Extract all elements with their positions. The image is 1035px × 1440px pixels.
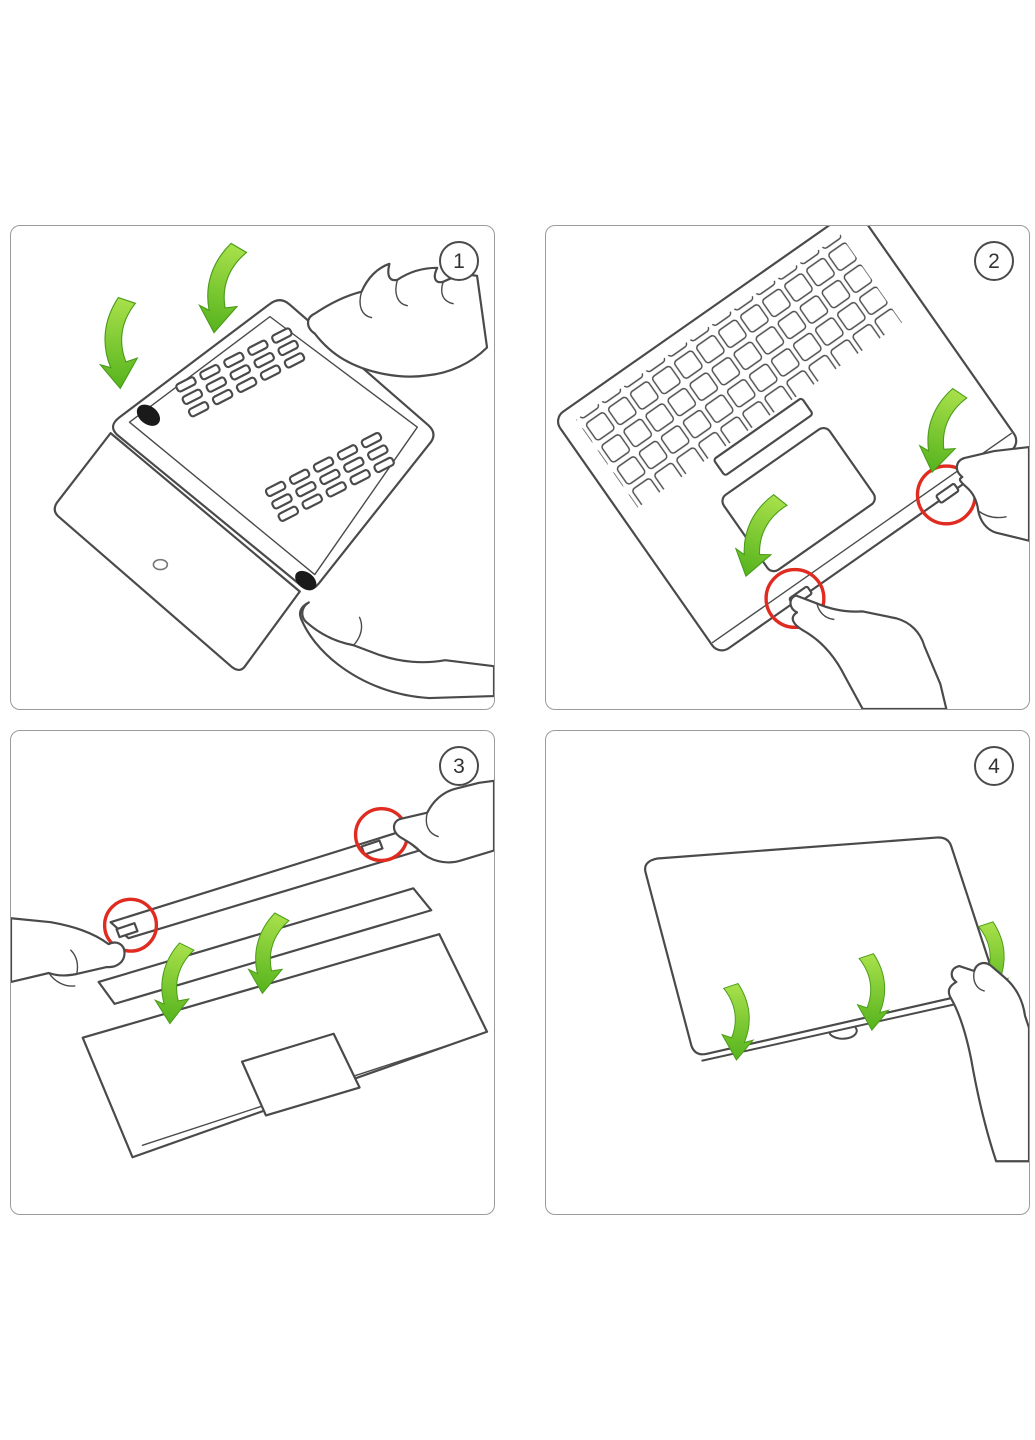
step-number: 3 <box>453 754 465 778</box>
rubber-foot <box>295 570 317 591</box>
thumb-notch <box>828 1026 858 1040</box>
laptop-body-deck <box>81 933 489 1159</box>
hand-pointing-icon <box>789 594 948 709</box>
hand-pinching-icon <box>392 779 494 864</box>
laptop-bottom-case <box>111 299 435 591</box>
step-number-badge: 3 <box>439 746 479 786</box>
vent-slots-lower <box>264 431 395 522</box>
keyboard-edge-clip-illustration <box>556 226 1029 709</box>
closed-laptop <box>644 836 995 1062</box>
hand-holding-icon <box>11 917 126 987</box>
clip-highlight-circle <box>764 567 826 630</box>
step-number: 1 <box>453 249 465 273</box>
instruction-panel-3: 3 <box>10 730 495 1215</box>
step-number-badge: 4 <box>974 746 1014 786</box>
step-number-badge: 2 <box>974 241 1014 281</box>
hand-holding-icon <box>298 601 494 700</box>
vent-slots-upper <box>175 327 306 418</box>
keyboard-keys <box>576 234 903 508</box>
laptop-keyboard-deck <box>556 226 1018 652</box>
step-number: 4 <box>988 754 1000 778</box>
rubber-foot <box>136 404 161 426</box>
logo-dot <box>152 558 169 571</box>
case-clip <box>115 922 139 939</box>
laptop-screen-lid <box>53 432 301 672</box>
instruction-panel-1: 1 <box>10 225 495 710</box>
bottom-case-install-illustration <box>53 239 494 700</box>
top-cover-install-illustration <box>11 779 494 1159</box>
step-number: 2 <box>988 249 1000 273</box>
spacebar-key <box>713 397 813 476</box>
step-number-badge: 1 <box>439 241 479 281</box>
green-arrow-icon <box>99 297 138 389</box>
hand-pressing-icon <box>306 262 489 378</box>
instruction-panel-4: 4 <box>545 730 1030 1215</box>
case-clip <box>935 483 960 504</box>
clip-highlight-circle <box>102 897 159 953</box>
front-edge-lip <box>701 995 990 1062</box>
instruction-panel-2: 2 <box>545 225 1030 710</box>
hand-pinching-icon <box>955 445 1029 542</box>
closed-laptop-press-illustration <box>644 836 1029 1163</box>
green-arrow-icon <box>194 239 251 337</box>
trackpad <box>240 1032 361 1117</box>
hand-holding-icon <box>947 961 1029 1163</box>
